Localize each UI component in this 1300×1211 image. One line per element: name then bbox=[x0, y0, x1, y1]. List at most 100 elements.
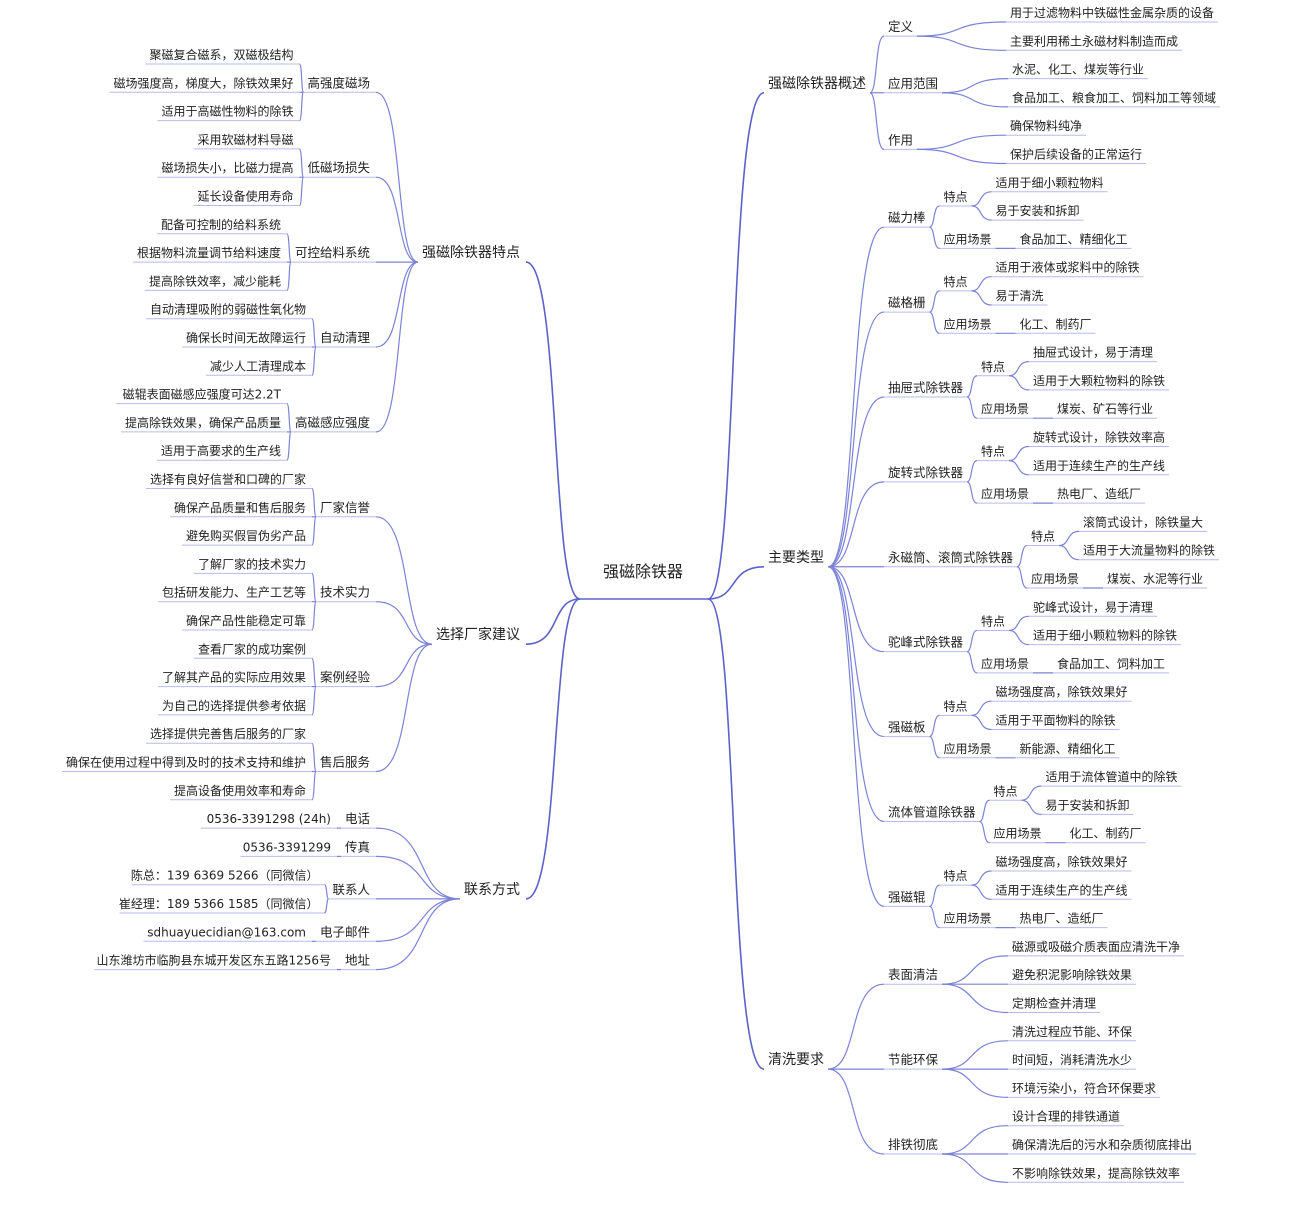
branch-connector bbox=[941, 983, 1009, 1014]
branch-connector bbox=[375, 516, 433, 645]
node-label: 不影响除铁效果，提高除铁效率 bbox=[1012, 1165, 1180, 1180]
branch-connector bbox=[869, 35, 885, 94]
branch-connector bbox=[1008, 375, 1030, 391]
branch-connector bbox=[941, 1125, 1009, 1155]
node-label: 热电厂、造纸厂 bbox=[1057, 487, 1141, 501]
node-label: 适用于高磁性物料的除铁 bbox=[161, 104, 293, 119]
branch-connector bbox=[1008, 361, 1030, 377]
branch-connector bbox=[1008, 445, 1030, 462]
branch-connector bbox=[929, 226, 940, 249]
branch-connector bbox=[827, 566, 885, 823]
node-label: 低磁场损失 bbox=[307, 160, 370, 175]
branch-connector bbox=[375, 261, 419, 433]
node-label: 特点 bbox=[994, 783, 1018, 798]
node-label: 应用场景 bbox=[944, 231, 992, 246]
branch-connector bbox=[827, 1068, 885, 1155]
node-label: 确保清洗后的污水和杂质彻底排出 bbox=[1012, 1137, 1192, 1152]
node-label: 查看厂家的成功案例 bbox=[198, 641, 306, 656]
branch-connector bbox=[311, 346, 317, 376]
branch-connector bbox=[375, 261, 419, 348]
branch-connector bbox=[941, 78, 1009, 94]
branch-connector bbox=[375, 643, 433, 773]
node-label: 抽屉式设计，易于清理 bbox=[1033, 346, 1153, 360]
branch-connector bbox=[375, 643, 433, 688]
node-label: 包括研发能力、生产工艺等 bbox=[162, 585, 306, 600]
node-label: 磁场强度高，梯度大，除铁效果好 bbox=[113, 75, 293, 90]
branch-connector bbox=[375, 176, 419, 263]
branch-connector bbox=[525, 598, 581, 900]
branch-connector bbox=[1008, 460, 1030, 476]
branch-connector bbox=[1058, 544, 1080, 561]
branch-connector bbox=[827, 481, 885, 568]
branch-connector bbox=[311, 318, 317, 348]
branch-connector bbox=[324, 898, 330, 914]
node-label: 特点 bbox=[1031, 529, 1055, 544]
node-label: 特点 bbox=[981, 444, 1005, 459]
node-label: 化工、制药厂 bbox=[1020, 317, 1092, 331]
branch-connector bbox=[916, 134, 1007, 150]
branch-connector bbox=[525, 598, 581, 645]
node-label: 易于清洗 bbox=[996, 289, 1044, 303]
node-label: 配备可控制的给料系统 bbox=[161, 217, 281, 232]
branch-connector bbox=[375, 827, 461, 900]
node-label: 提高除铁效率，减少能耗 bbox=[149, 273, 281, 288]
node-label: 用于过滤物料中铁磁性金属杂质的设备 bbox=[1010, 5, 1214, 20]
branch-connector bbox=[971, 870, 992, 886]
node-label: 传真 bbox=[345, 839, 370, 854]
node-label: 应用范围 bbox=[888, 76, 938, 91]
root-node-label: 强磁除铁器 bbox=[603, 562, 683, 581]
branch-connector bbox=[324, 884, 330, 900]
node-label: 定期检查并清理 bbox=[1012, 996, 1096, 1011]
branch-connector bbox=[1008, 629, 1030, 646]
branch-connector bbox=[929, 884, 940, 907]
node-label: 磁辊表面磁感应强度可达2.2T bbox=[123, 387, 282, 402]
node-label: 适用于连续生产的生产线 bbox=[996, 882, 1128, 897]
main-branch-label: 强磁除铁器特点 bbox=[422, 245, 520, 261]
node-label: 0536-3391299 bbox=[243, 840, 331, 854]
node-label: 案例经验 bbox=[320, 670, 371, 685]
branch-connector bbox=[966, 460, 978, 483]
node-label: 适用于大颗粒物料的除铁 bbox=[1033, 373, 1165, 388]
node-label: 售后服务 bbox=[320, 755, 370, 770]
main-branch-label: 强磁除铁器概述 bbox=[768, 76, 866, 92]
node-label: 确保产品性能稳定可靠 bbox=[186, 613, 306, 628]
branch-connector bbox=[827, 226, 885, 568]
branch-connector bbox=[827, 983, 885, 1070]
node-label: 陈总：139 6369 5266（同微信） bbox=[131, 868, 319, 883]
branch-connector bbox=[1058, 530, 1080, 547]
node-label: 强磁辊 bbox=[888, 889, 926, 904]
branch-connector bbox=[966, 396, 978, 419]
node-label: 抽屉式除铁器 bbox=[888, 380, 964, 395]
node-label: 磁场强度高，除铁效果好 bbox=[996, 684, 1128, 699]
branch-connector bbox=[827, 566, 885, 738]
branch-connector bbox=[869, 92, 885, 150]
node-label: 流体管道除铁器 bbox=[888, 804, 976, 819]
node-label: 崔经理：189 5366 1585（同微信） bbox=[119, 897, 319, 911]
branch-connector bbox=[311, 742, 317, 773]
node-label: 应用场景 bbox=[944, 316, 992, 331]
node-label: 食品加工、精细化工 bbox=[1020, 231, 1128, 246]
node-label: 自动清理吸附的弱磁性氧化物 bbox=[150, 302, 306, 317]
branch-connector bbox=[298, 148, 305, 178]
node-label: 应用场景 bbox=[981, 656, 1029, 671]
node-label: 表面清洁 bbox=[888, 967, 938, 982]
branch-connector bbox=[827, 566, 885, 907]
node-label: 应用场景 bbox=[944, 741, 992, 756]
branch-connector bbox=[311, 572, 317, 603]
node-label: 排铁彻底 bbox=[888, 1137, 938, 1152]
branch-connector bbox=[966, 481, 978, 504]
branch-connector bbox=[375, 855, 461, 900]
branch-connector bbox=[929, 205, 940, 228]
branch-connector bbox=[827, 566, 885, 653]
branch-connector bbox=[707, 91, 765, 600]
node-label: 水泥、化工、煤炭等行业 bbox=[1012, 63, 1144, 77]
node-label: 确保物料纯净 bbox=[1010, 119, 1082, 133]
node-label: 新能源、精细化工 bbox=[1020, 741, 1116, 756]
node-label: 延长设备使用寿命 bbox=[197, 189, 293, 204]
branch-connector bbox=[941, 1068, 1009, 1098]
node-label: 环境污染小，符合环保要求 bbox=[1012, 1080, 1156, 1095]
node-label: 厂家信誉 bbox=[320, 500, 371, 515]
node-label: 联系人 bbox=[332, 882, 370, 897]
main-branch-label: 清洗要求 bbox=[768, 1052, 824, 1068]
branch-connector bbox=[311, 601, 317, 631]
